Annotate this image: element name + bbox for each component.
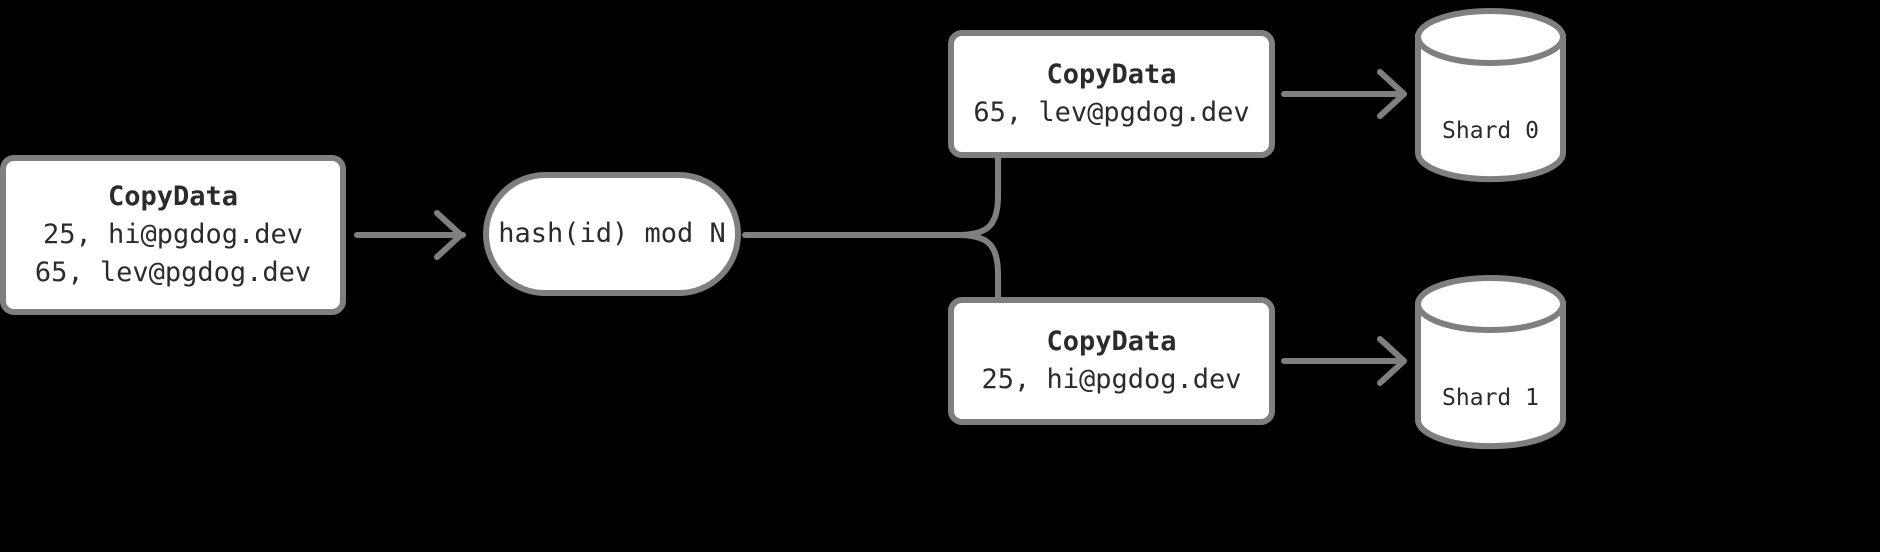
dest-copydata-shard1-row-0: 25, hi@pgdog.dev (981, 364, 1242, 395)
hash-router-label: hash(id) mod N (498, 217, 726, 249)
shard-0-label: Shard 0 (1442, 118, 1539, 144)
cylinder-top-cap (1415, 275, 1566, 333)
cylinder-body (1415, 34, 1566, 183)
dest-copydata-shard0-header: CopyData (1046, 58, 1177, 90)
cylinder-body (1415, 301, 1566, 450)
dest-copydata-shard1-header: CopyData (1046, 325, 1177, 357)
hash-router-pill: hash(id) mod N (483, 172, 741, 296)
edge-dest-bottom-to-shard1 (1281, 336, 1407, 386)
edge-source-to-router (354, 210, 466, 260)
source-copydata-row-0: 25, hi@pgdog.dev (42, 218, 304, 250)
source-copydata-box: CopyData 25, hi@pgdog.dev 65, lev@pgdog.… (0, 155, 346, 315)
dest-copydata-shard0-box: CopyData 65, lev@pgdog.dev (948, 30, 1275, 158)
shard-1-cylinder: Shard 1 (1413, 273, 1568, 451)
dest-copydata-shard1-box: CopyData 25, hi@pgdog.dev (948, 297, 1275, 425)
edge-dest-top-to-shard0 (1281, 69, 1407, 119)
source-copydata-header: CopyData (107, 180, 239, 212)
cylinder-top-cap (1415, 8, 1566, 66)
shard-1-label: Shard 1 (1442, 385, 1539, 411)
dest-copydata-shard0-row-0: 65, lev@pgdog.dev (973, 97, 1250, 128)
shard-0-cylinder: Shard 0 (1413, 6, 1568, 184)
source-copydata-row-1: 65, lev@pgdog.dev (34, 257, 312, 289)
